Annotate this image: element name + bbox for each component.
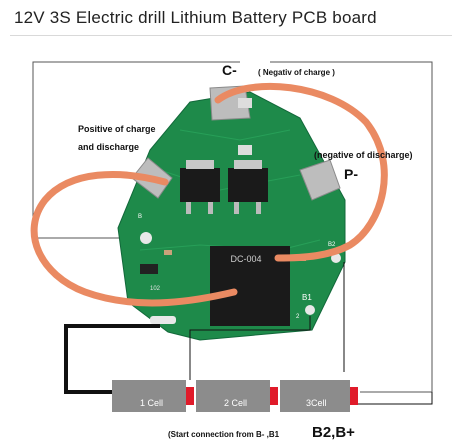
mosfet-icon [228, 160, 268, 214]
wire-b1 [189, 316, 311, 380]
battery-cell-1 [112, 380, 194, 412]
title-divider [10, 35, 452, 36]
nickel-strip-icon [131, 85, 341, 201]
pad-b-label: B [138, 214, 142, 220]
part-102-label: 102 [150, 286, 161, 292]
wire-cell3-plus [350, 392, 433, 405]
pad-b1 [305, 305, 315, 315]
battery-cell-3 [280, 380, 358, 412]
wire-right-top [270, 61, 433, 393]
orange-loop-right [214, 82, 388, 262]
c-minus-label: C- [222, 62, 237, 78]
negative-of-discharge-label: (negative of discharge) [314, 150, 413, 160]
pad-b1-label: B1 [302, 293, 312, 302]
pad-bminus [150, 316, 176, 324]
cell-1-label: 1 Cell [140, 398, 164, 408]
pad-b2-label: B2 [328, 242, 336, 248]
cell-2-label: 2 Cell [224, 398, 248, 408]
connector-pins [238, 98, 252, 155]
orange-wire-loops [30, 82, 388, 307]
page-title: 12V 3S Electric drill Lithium Battery PC… [14, 8, 377, 27]
pad-b2 [331, 253, 341, 263]
orange-loop-left [30, 171, 238, 307]
mosfet-icon [180, 160, 220, 214]
p-minus-label: P- [344, 166, 358, 182]
negativ-of-charge-label: ( Negativ of charge ) [258, 68, 335, 77]
wire-left-top [32, 61, 240, 238]
positive-label-line1: Positive of charge [78, 124, 156, 134]
smd-part [164, 250, 172, 255]
pad-2-label: 2 [296, 314, 300, 320]
resistor-part [140, 264, 158, 274]
positive-label-line2: and discharge [78, 142, 140, 152]
start-connection-label: (Start connection from B- ,B1 [168, 430, 280, 439]
cell-3-label: 3Cell [306, 398, 327, 408]
wire-b-minus [64, 324, 160, 394]
pad-bplus [140, 232, 152, 244]
ic-dc004-label: DC-004 [230, 254, 261, 264]
b2-bplus-label: B2,B+ [312, 424, 355, 441]
battery-cell-2 [196, 380, 278, 412]
